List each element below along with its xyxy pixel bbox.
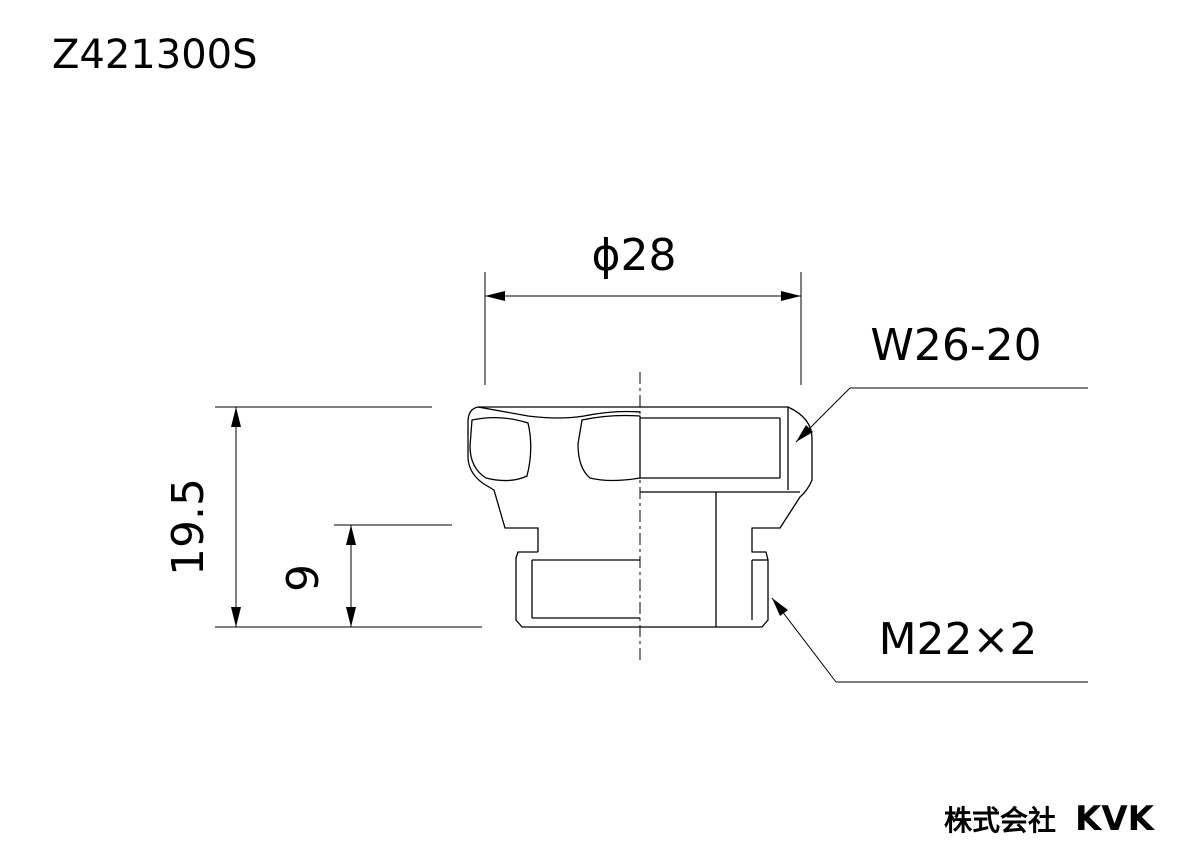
company-logo: 株式会社 KVK [944, 799, 1156, 839]
upper-thread-label: W26-20 [870, 320, 1041, 371]
upper-thread-callout: W26-20 [795, 320, 1088, 443]
arrow-right-icon [781, 291, 801, 301]
leader-arrow-icon [796, 425, 813, 442]
arrow-down-icon [231, 607, 241, 627]
leader-arrow-icon [772, 598, 788, 616]
arrow-up-icon [231, 407, 241, 427]
total-height-label: 19.5 [163, 478, 214, 576]
arrow-left-icon [485, 291, 505, 301]
total-height-dimension: 19.5 [163, 406, 482, 628]
lower-thread-label: M22×2 [879, 614, 1038, 665]
lower-height-label: 9 [278, 564, 329, 592]
arrow-up-icon [346, 525, 356, 545]
diameter-label: ϕ28 [591, 230, 676, 281]
lower-height-dimension: 9 [278, 524, 452, 627]
company-name-jp: 株式会社 [944, 804, 1056, 837]
arrow-down-icon [346, 607, 356, 627]
lower-thread-callout: M22×2 [771, 597, 1088, 683]
part-section-half [640, 406, 813, 628]
diameter-dimension: ϕ28 [484, 230, 802, 385]
model-number: Z421300S [52, 32, 258, 78]
brand-logo-text: KVK [1075, 799, 1156, 839]
part-exterior-half [467, 406, 641, 628]
